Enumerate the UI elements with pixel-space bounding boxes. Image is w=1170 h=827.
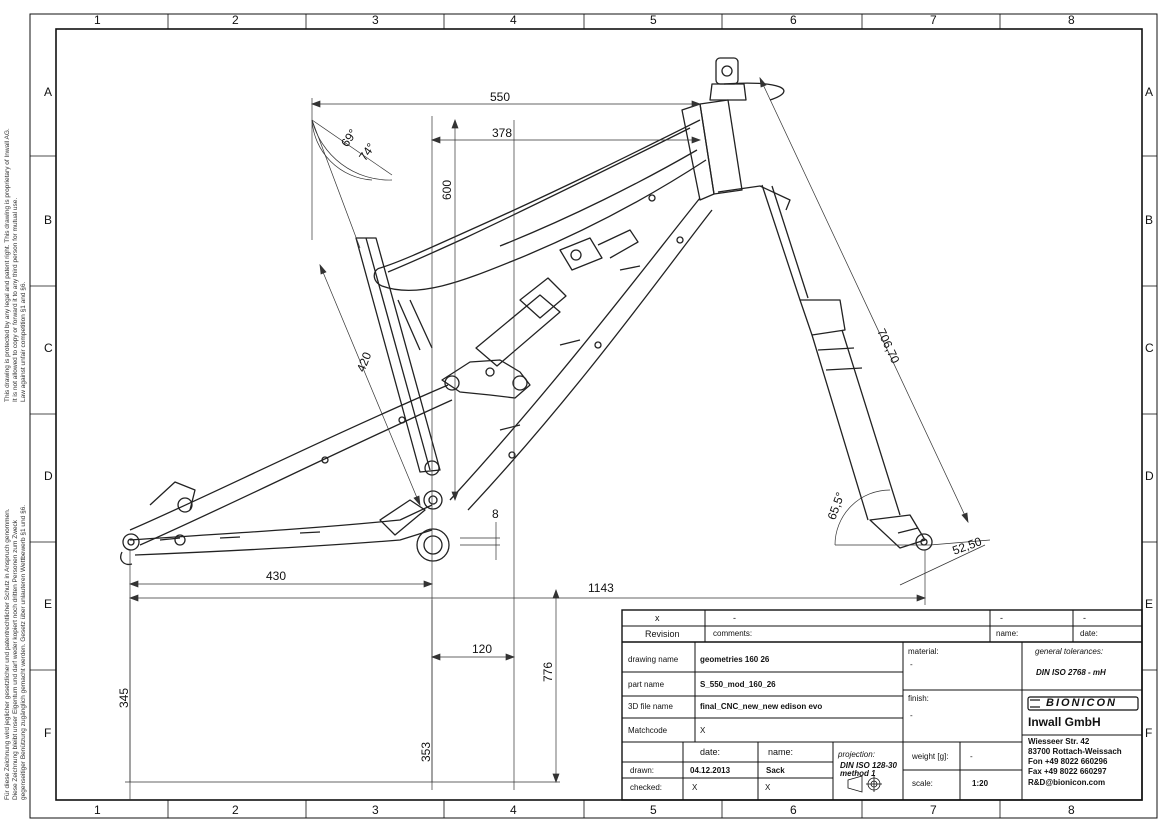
material-value: - <box>910 660 913 669</box>
email: R&D@bionicon.com <box>1028 778 1106 787</box>
dim-1143: 1143 <box>588 581 614 595</box>
col-label-5: 5 <box>650 13 657 27</box>
col-label-3: 3 <box>372 13 379 27</box>
row-label-a-right: A <box>1145 85 1154 99</box>
copyright-notice-en: This drawing is protected by any legal a… <box>4 128 27 402</box>
dim-600: 600 <box>440 179 455 201</box>
grid-ticks <box>30 14 1157 818</box>
finish-value: - <box>910 711 913 720</box>
row-label-e-right: E <box>1145 597 1154 611</box>
date-label: date: <box>1080 629 1098 638</box>
row-label-f: F <box>44 726 52 740</box>
weight-label: weight [g]: <box>912 752 949 761</box>
date-column-head: date: <box>700 747 721 757</box>
matchcode-value: X <box>700 726 706 735</box>
checked-name: X <box>765 783 771 792</box>
revision-comment-dash: - <box>733 613 736 623</box>
col-label-4: 4 <box>510 13 517 27</box>
row-label-b-right: B <box>1145 213 1154 227</box>
dim-550: 550 <box>490 90 511 104</box>
col-label-1-bottom: 1 <box>94 803 101 817</box>
outer-frame <box>29 13 1158 819</box>
name-column-head: name: <box>768 747 794 757</box>
revision-date-dash: - <box>1083 613 1086 623</box>
dim-353: 353 <box>419 741 434 763</box>
row-label-d: D <box>44 469 53 483</box>
projection-symbol-icon <box>847 775 882 793</box>
weight-value: - <box>970 752 973 761</box>
part-name-label: part name <box>628 680 665 689</box>
dim-120: 120 <box>472 642 493 656</box>
col-label-7-bottom: 7 <box>930 803 937 817</box>
finish-label: finish: <box>908 694 929 703</box>
scale-label: scale: <box>912 779 933 788</box>
row-label-c-right: C <box>1145 341 1154 355</box>
col-label-1: 1 <box>94 13 101 27</box>
checked-date: X <box>692 783 698 792</box>
row-label-c: C <box>44 341 53 355</box>
inner-frame <box>55 28 1143 801</box>
col-label-5-bottom: 5 <box>650 803 657 817</box>
projection-standard: DIN ISO 128-30 <box>840 761 897 770</box>
name-label: name: <box>996 629 1019 638</box>
dim-378: 378 <box>492 126 513 140</box>
tolerances-label: general tolerances: <box>1035 647 1104 656</box>
dim-776: 776 <box>541 661 556 683</box>
file-name-label: 3D file name <box>628 702 673 711</box>
dimension-lines <box>125 76 991 800</box>
col-label-6: 6 <box>790 13 797 27</box>
col-label-4-bottom: 4 <box>510 803 517 817</box>
col-label-2-bottom: 2 <box>232 803 239 817</box>
tolerances-value: DIN ISO 2768 - mH <box>1036 668 1106 677</box>
checked-label: checked: <box>630 783 663 792</box>
projection-label: projection: <box>838 750 875 759</box>
row-label-a: A <box>44 85 53 99</box>
title-block-lines <box>621 609 1143 801</box>
col-label-3-bottom: 3 <box>372 803 379 817</box>
fax: Fax +49 8022 660297 <box>1028 767 1107 776</box>
col-label-8: 8 <box>1068 13 1075 27</box>
dim-430: 430 <box>266 569 287 583</box>
dim-8: 8 <box>492 507 499 521</box>
matchcode-label: Matchcode <box>628 726 668 735</box>
comments-label: comments: <box>713 629 753 638</box>
brand-name: BIONICON <box>1046 697 1117 709</box>
part-name-value: S_550_mod_160_26 <box>700 680 776 689</box>
company-name: Inwall GmbH <box>1028 715 1101 729</box>
revision-name-dash: - <box>1000 613 1003 623</box>
col-label-2: 2 <box>232 13 239 27</box>
drawing-name-label: drawing name <box>628 655 679 664</box>
drawn-name: Sack <box>766 766 785 775</box>
material-label: material: <box>908 647 939 656</box>
row-label-f-right: F <box>1145 726 1153 740</box>
row-label-e: E <box>44 597 53 611</box>
dim-345: 345 <box>117 687 132 709</box>
copyright-notice-de: Für diese Zeichnung wird jeglicher geset… <box>4 504 27 800</box>
row-label-b: B <box>44 213 53 227</box>
drawing-name-value: geometries 160 26 <box>700 655 770 664</box>
col-label-7: 7 <box>930 13 937 27</box>
drawn-label: drawn: <box>630 766 655 775</box>
row-label-d-right: D <box>1145 469 1154 483</box>
scale-value: 1:20 <box>972 779 989 788</box>
bionicon-logo <box>1027 696 1139 711</box>
col-label-6-bottom: 6 <box>790 803 797 817</box>
bike-frame-drawing <box>120 57 933 566</box>
phone: Fon +49 8022 660296 <box>1028 757 1108 766</box>
projection-method: method 1 <box>840 769 876 778</box>
revision-x: x <box>655 613 660 623</box>
address-line-2: 83700 Rottach-Weissach <box>1028 747 1122 756</box>
drawn-date: 04.12.2013 <box>690 766 731 775</box>
file-name-value: final_CNC_new_new edison evo <box>700 702 823 711</box>
col-label-8-bottom: 8 <box>1068 803 1075 817</box>
revision-label: Revision <box>645 629 680 639</box>
address-line-1: Wiesseer Str. 42 <box>1028 737 1090 746</box>
